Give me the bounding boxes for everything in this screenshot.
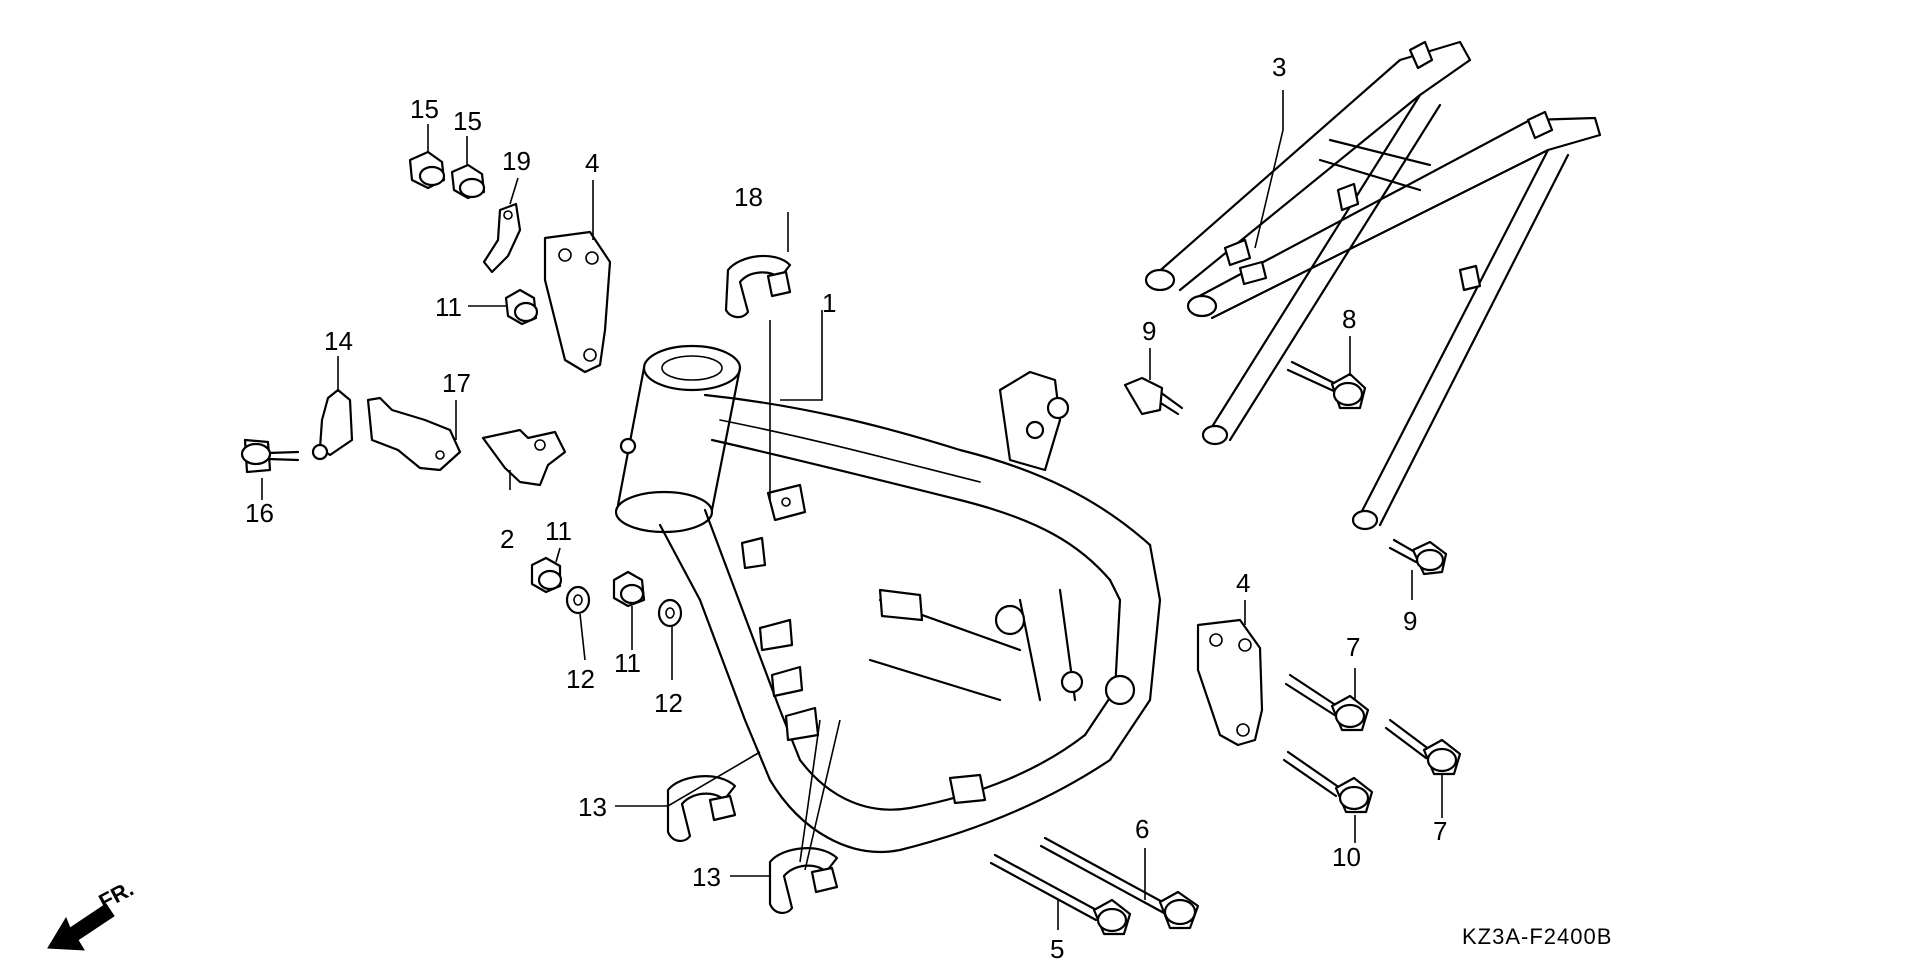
callout-17: 17 [442,368,471,398]
callout-15-left: 15 [410,94,439,124]
callout-13-upper: 13 [578,792,607,822]
callout-9-upper: 9 [1142,316,1156,346]
callout-5: 5 [1050,934,1064,960]
callout-15-right: 15 [453,106,482,136]
callout-9-lower: 9 [1403,606,1417,636]
callout-11-mid-left: 11 [545,516,572,546]
long-bolt-5[interactable] [989,853,1132,936]
flange-nut-15-left[interactable] [408,150,446,190]
callout-8: 8 [1342,304,1356,334]
flange-nut-11-upper[interactable] [504,288,539,326]
callout-19: 19 [502,146,531,176]
wire-clamp-14[interactable] [311,388,354,461]
long-bolt-6[interactable] [1039,836,1200,930]
collar-12-left[interactable] [565,585,591,615]
flange-bolt-10[interactable] [1282,750,1374,814]
wire-band-13-lower[interactable] [768,847,839,914]
front-arrow-icon [47,903,115,951]
engine-hanger-plate-upper[interactable] [543,230,612,374]
leader-lines [261,90,1443,930]
callout-3: 3 [1272,52,1286,82]
wire-band-18[interactable] [724,254,792,319]
flange-bolt-7-left[interactable] [1284,673,1370,732]
callout-11-upper: 11 [435,292,462,322]
flange-bolt-16[interactable] [240,438,300,474]
bracket-17[interactable] [366,396,462,472]
flange-bolt-9-lower[interactable] [1388,538,1448,576]
callout-12-right: 12 [654,688,683,718]
callout-11-mid-right: 11 [614,648,641,678]
callout-16: 16 [245,498,274,528]
flange-bolt-8[interactable] [1286,360,1367,410]
callout-12-left: 12 [566,664,595,694]
main-frame-part[interactable] [614,344,1162,853]
callout-14: 14 [324,326,353,356]
wire-clip-19[interactable] [482,202,522,274]
callout-labels: 1 2 3 4 4 5 6 7 7 8 9 9 10 11 11 11 12 1… [245,52,1447,960]
callout-4-lower: 4 [1236,568,1250,598]
rear-subframe-part[interactable] [1144,40,1602,531]
callout-7-right: 7 [1433,816,1447,846]
callout-4-upper: 4 [585,148,599,178]
flange-bolt-7-right[interactable] [1384,718,1462,776]
flange-bolt-9-upper[interactable] [1123,376,1184,416]
flange-nut-11-mid-right[interactable] [612,570,646,608]
front-direction-indicator: FR. [47,876,138,951]
cable-guide-bracket[interactable] [481,428,567,487]
callout-6: 6 [1135,814,1149,844]
flange-nut-15-right[interactable] [450,163,486,200]
callout-18: 18 [734,182,763,212]
callout-2: 2 [500,524,514,554]
flange-nut-11-mid-left[interactable] [530,556,563,594]
callout-10: 10 [1332,842,1361,872]
callout-1: 1 [822,288,836,318]
collar-12-right[interactable] [657,598,683,628]
callout-7-left: 7 [1346,632,1360,662]
diagram-code: KZ3A-F2400B [1462,924,1612,949]
engine-hanger-plate-lower[interactable] [1196,618,1264,747]
wire-band-13-upper[interactable] [666,775,737,842]
callout-13-lower: 13 [692,862,721,892]
